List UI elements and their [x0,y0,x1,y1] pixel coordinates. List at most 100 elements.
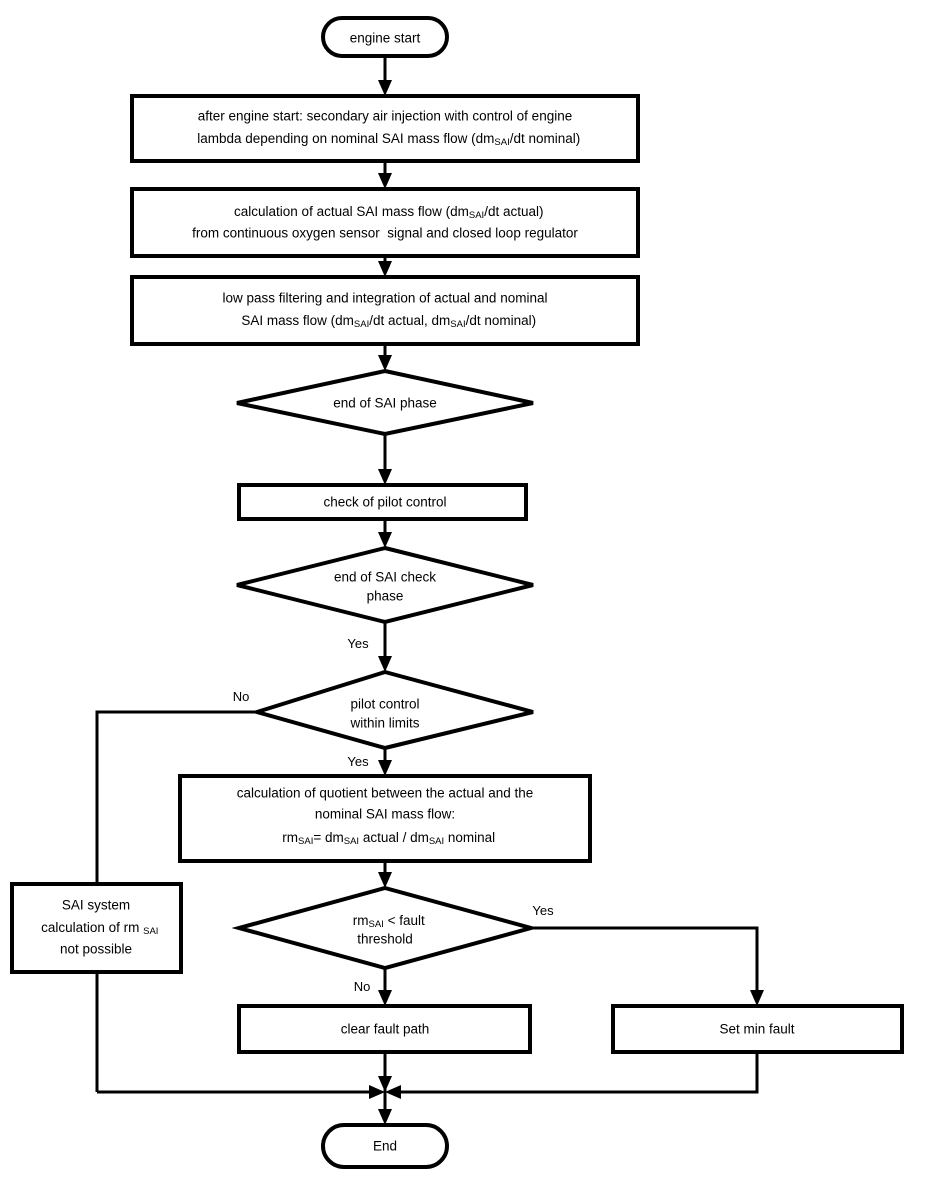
edge-label-fault-threshold-yes: Yes [532,903,554,918]
quotient-line3-sub3: SAI [429,836,444,847]
edge-setminfault-to-merge [394,1052,759,1094]
node-decision-pilot-control-within-limits[interactable]: pilot control within limits [249,669,534,751]
process3-line2-a: SAI mass flow (dm [241,313,354,328]
process3-line1: low pass filtering and integration of ac… [223,291,548,306]
quotient-line3-sub2: SAI [344,836,359,847]
arrowhead-process3 [378,261,392,277]
decision2-line1: end of SAI check [334,570,436,585]
arrowhead-decision3 [378,656,392,672]
arrowhead-merge-from-top [378,1076,392,1092]
end-shape [321,1123,449,1169]
fault-decision-line1-sub: SAI [369,919,384,930]
sai-not-possible-shape [10,882,183,974]
node-decision-fault-threshold[interactable]: rmSAI < fault threshold [231,885,539,971]
process2-line1-sub: SAI [469,210,484,221]
sai-not-possible-line2-a: calculation of rm [41,920,143,935]
edge-faultdecision-yes-to-setminfault [531,926,759,996]
edge-label-pilot-limits-no: No [233,689,250,704]
arrowhead-quotient [378,760,392,776]
node-decision-end-of-sai-phase[interactable]: end of SAI phase [236,368,534,437]
decision3-line2: within limits [349,716,419,731]
process3-line2-sub1: SAI [354,319,369,330]
quotient-line3-sub1: SAI [298,836,313,847]
node-process-calculation-of-quotient[interactable]: calculation of quotient between the actu… [178,774,592,863]
fault-decision-line1: rmSAI < fault [319,913,451,930]
process1-shape [130,94,640,163]
clear-fault-shape [237,1004,532,1054]
decision3-shape [249,669,534,751]
edge-label-layer: Yes No Yes Yes No [233,636,554,994]
sai-not-possible-line2-sub: SAI [143,926,158,937]
checkpilot-label: check of pilot control [323,495,446,510]
process2-line1-a: calculation of actual SAI mass flow (dm [234,204,469,219]
sai-not-possible-line3: not possible [60,942,132,957]
arrowhead-setminfault [750,990,764,1006]
process1-line1: after engine start: secondary air inject… [198,109,572,124]
quotient-line3-b: = dm [313,830,343,845]
fault-decision-line1-b: < fault [384,913,425,928]
node-process-check-pilot-control[interactable]: check of pilot control [237,483,528,521]
process2-shape [130,187,640,258]
clear-fault-label: clear fault path [341,1022,430,1037]
arrowhead-end [378,1109,392,1125]
arrowhead-faultdecision [378,872,392,888]
arrowhead-decision2 [378,532,392,548]
decision2-line2: phase [367,589,404,604]
set-min-fault-shape [611,1004,904,1054]
sai-not-possible-line1: SAI system [62,898,130,913]
process3-line2-sub2: SAI [450,319,465,330]
arrowhead-clearfault [378,990,392,1006]
decision1-shape [236,368,534,437]
edge-label-fault-threshold-no: No [354,979,371,994]
decision3-line1: pilot control [350,697,419,712]
arrowhead-decision1 [378,355,392,371]
node-process-sai-calculation-not-possible[interactable]: SAI system calculation of rm SAI not pos… [7,882,184,974]
quotient-line2: nominal SAI mass flow: [315,807,455,822]
node-end[interactable]: End [321,1123,449,1169]
quotient-shape [178,774,592,863]
process1-line2-a: lambda depending on nominal SAI mass flo… [197,131,494,146]
process2-line1: calculation of actual SAI mass flow (dmS… [200,204,569,221]
fault-decision-shape [231,885,539,971]
decision2-shape [236,545,534,625]
process3-line2: SAI mass flow (dmSAI/dt actual, dmSAI/dt… [208,313,563,330]
quotient-line3-a: rm [282,830,298,845]
node-engine-start[interactable]: engine start [321,16,449,58]
engine-start-label: engine start [350,31,421,46]
fault-decision-line2: threshold [357,932,413,947]
process1-line2-b: /dt nominal) [510,131,581,146]
process1-line2-sub: SAI [494,137,509,148]
edge-label-end-sai-check-yes: Yes [347,636,369,651]
quotient-line3-d: nominal [444,830,495,845]
process2-line2: from continuous oxygen sensor signal and… [192,226,578,241]
arrowhead-process2 [378,173,392,189]
node-process-set-min-fault[interactable]: Set min fault [611,1004,904,1054]
process1-line2: lambda depending on nominal SAI mass flo… [163,131,606,148]
connector-layer [95,56,764,1125]
edge-label-pilot-limits-yes: Yes [347,754,369,769]
node-process-after-engine-start[interactable]: after engine start: secondary air inject… [130,94,640,163]
process2-line1-b: /dt actual) [484,204,543,219]
arrowhead-checkpilot [378,469,392,485]
process3-line2-b: /dt actual, dm [369,313,450,328]
set-min-fault-label: Set min fault [719,1022,794,1037]
arrowhead-merge-from-left [369,1085,385,1099]
decision1-label: end of SAI phase [333,396,437,411]
node-process-lowpass-filter[interactable]: low pass filtering and integration of ac… [130,275,640,346]
node-process-calc-actual-massflow[interactable]: calculation of actual SAI mass flow (dmS… [130,187,640,258]
quotient-line3-c: actual / dm [359,830,429,845]
arrowhead-merge-from-right [385,1085,401,1099]
process3-shape [130,275,640,346]
end-label: End [373,1139,397,1154]
process3-line2-c: /dt nominal) [466,313,537,328]
node-process-clear-fault-path[interactable]: clear fault path [237,1004,532,1054]
checkpilot-shape [237,483,528,521]
fault-decision-line1-a: rm [353,913,369,928]
engine-start-shape [321,16,449,58]
node-decision-end-of-sai-check-phase[interactable]: end of SAI check phase [236,545,534,625]
quotient-line1: calculation of quotient between the actu… [237,786,533,801]
sai-not-possible-line2: calculation of rm SAI [7,920,184,938]
quotient-line3: rmSAI= dmSAI actual / dmSAI nominal [249,830,522,847]
